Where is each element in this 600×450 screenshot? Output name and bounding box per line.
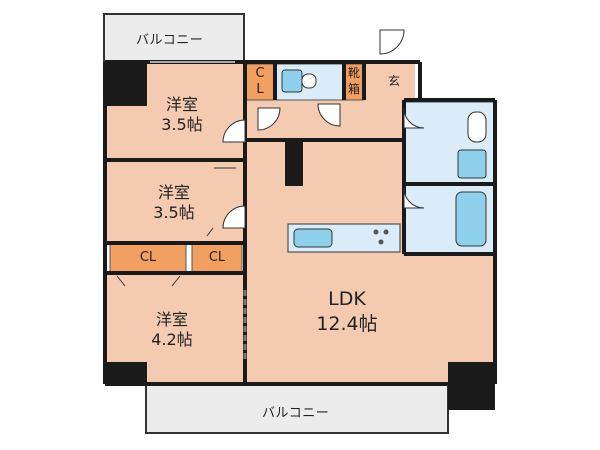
doors	[116, 29, 425, 287]
ldk-size: 12.4帖	[316, 313, 378, 335]
balcony-bottom	[145, 382, 449, 434]
closet-top	[245, 63, 275, 101]
column-top-left	[105, 62, 147, 106]
closet-left-label: CL	[139, 250, 157, 265]
balcony-bottom-label: バルコニー	[262, 406, 330, 421]
closet-left	[109, 243, 187, 273]
stove-burner-3	[378, 239, 384, 245]
entrance-label: 玄	[387, 74, 400, 88]
bedroom-top-name: 洋室	[165, 95, 198, 114]
closet-right-label: CL	[208, 250, 226, 265]
column-bottom-left	[105, 362, 147, 386]
bathtub-icon	[455, 191, 487, 247]
bedroom-middle-size: 3.5帖	[153, 203, 195, 222]
balcony-top	[103, 13, 245, 63]
shoe-cabinet-label-1: 靴	[347, 66, 360, 80]
washing-machine-icon	[457, 149, 487, 179]
toilet-icon	[281, 69, 303, 93]
ldk-name: LDK	[328, 288, 366, 310]
bedroom-middle-name: 洋室	[157, 183, 190, 202]
stove-burner-2	[383, 229, 389, 235]
sink-icon	[293, 228, 333, 248]
column-bottom-right	[448, 362, 495, 410]
stove-burner-1	[373, 229, 379, 235]
shoe-cabinet-label-2: 箱	[347, 82, 360, 96]
washbasin-icon	[467, 111, 487, 143]
closet-top-l: L	[256, 82, 264, 97]
bedroom-bottom-name: 洋室	[155, 310, 188, 329]
balcony-top-label: バルコニー	[136, 33, 204, 48]
bedroom-middle-floor	[107, 162, 245, 242]
bedroom-bottom-size: 4.2帖	[151, 330, 193, 349]
column-center	[285, 140, 303, 186]
closet-top-c: C	[255, 66, 265, 81]
toilet-tank-icon	[301, 73, 317, 89]
bedroom-top-size: 3.5帖	[161, 115, 203, 134]
